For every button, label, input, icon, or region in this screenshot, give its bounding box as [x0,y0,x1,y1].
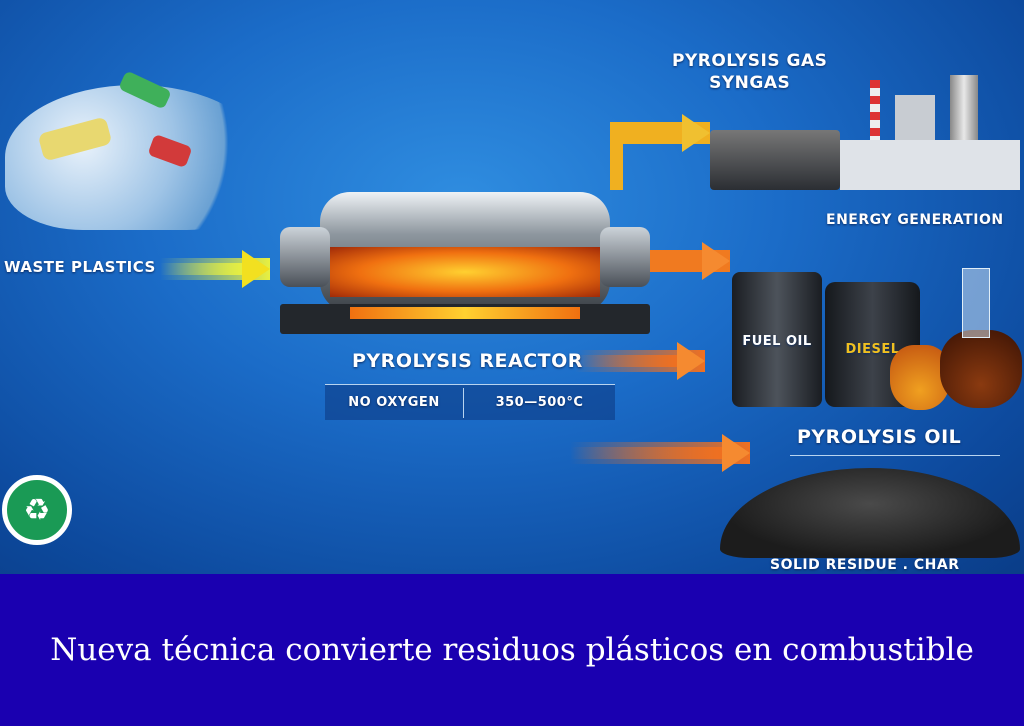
recycle-icon: ♻ [23,492,51,528]
caption-bar: Nueva técnica convierte residuos plástic… [0,574,1024,726]
oil-arrow [650,242,730,280]
char-arrow [570,434,750,472]
syngas-label: SYNGAS [709,73,791,93]
reactor-conditions: NO OXYGEN 350—500°C [325,384,615,420]
power-plant [710,75,1020,195]
no-oxygen-label: NO OXYGEN [348,395,440,410]
energy-generation-label: ENERGY GENERATION [826,212,1004,228]
fuel-oil-label: FUEL OIL [742,334,812,349]
pyrolysis-oil-label: PYROLYSIS OIL [797,426,962,448]
oil-arrow-2 [575,342,705,380]
waste-plastics-label: WASTE PLASTICS [4,258,156,276]
char-pile [720,468,1020,558]
pyrolysis-infographic: WASTE PLASTICS PYROLYSIS REACTOR NO OXYG… [0,0,1024,574]
reactor-label: PYROLYSIS REACTOR [352,350,583,372]
recycle-badge: ♻ [2,475,72,545]
pyrolysis-reactor [280,192,650,337]
input-arrow [160,250,270,288]
divider [463,387,464,418]
solid-residue-label: SOLID RESIDUE . CHAR [770,557,960,573]
gas-arrow-head [610,114,710,152]
pyrolysis-gas-label: PYROLYSIS GAS [672,51,828,71]
caption-text: Nueva técnica convierte residuos plástic… [50,632,974,668]
fuel-oil-barrel: FUEL OIL [732,272,822,407]
temperature-label: 350—500°C [495,395,584,410]
diesel-label: DIESEL [845,342,900,357]
divider [790,455,1000,456]
flask-large [940,330,1022,408]
fire [330,247,600,297]
